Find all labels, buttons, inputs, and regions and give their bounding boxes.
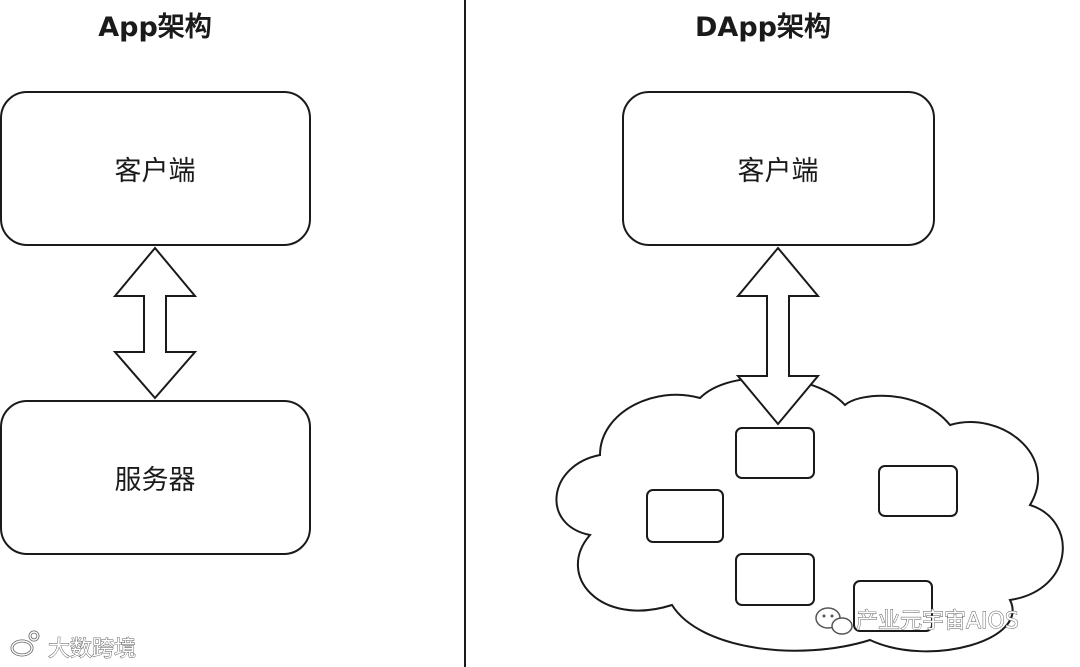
network-node — [646, 489, 724, 543]
watermark-bottom-right-text: 产业元宇宙AIOS — [856, 609, 1019, 634]
network-node — [735, 553, 815, 606]
app-server-label: 服务器 — [115, 465, 196, 496]
dapp-bidirectional-arrow — [735, 246, 821, 426]
app-client-box: 客户端 — [0, 91, 311, 246]
network-node — [735, 427, 815, 479]
dapp-client-box: 客户端 — [622, 91, 935, 246]
watermark-bottom-left: 大数跨境 — [10, 630, 136, 662]
app-server-box: 服务器 — [0, 400, 311, 555]
app-bidirectional-arrow — [112, 246, 198, 400]
wechat-logo-icon — [815, 607, 853, 635]
dapp-architecture-panel: DApp架构 客户端 — [555, 12, 1064, 653]
app-architecture-title: App架构 — [98, 12, 212, 43]
dapp-client-label: 客户端 — [738, 156, 819, 187]
app-client-label: 客户端 — [115, 156, 196, 187]
watermark-bottom-right: 产业元宇宙AIOS — [815, 607, 1019, 635]
weibo-logo-icon — [10, 630, 40, 657]
watermark-bottom-left-text: 大数跨境 — [48, 637, 136, 662]
app-architecture-panel: App架构 客户端 服务器 — [0, 12, 311, 555]
network-nodes — [646, 427, 958, 632]
network-node — [878, 465, 958, 517]
dapp-architecture-title: DApp架构 — [695, 12, 831, 43]
network-node — [853, 580, 933, 632]
